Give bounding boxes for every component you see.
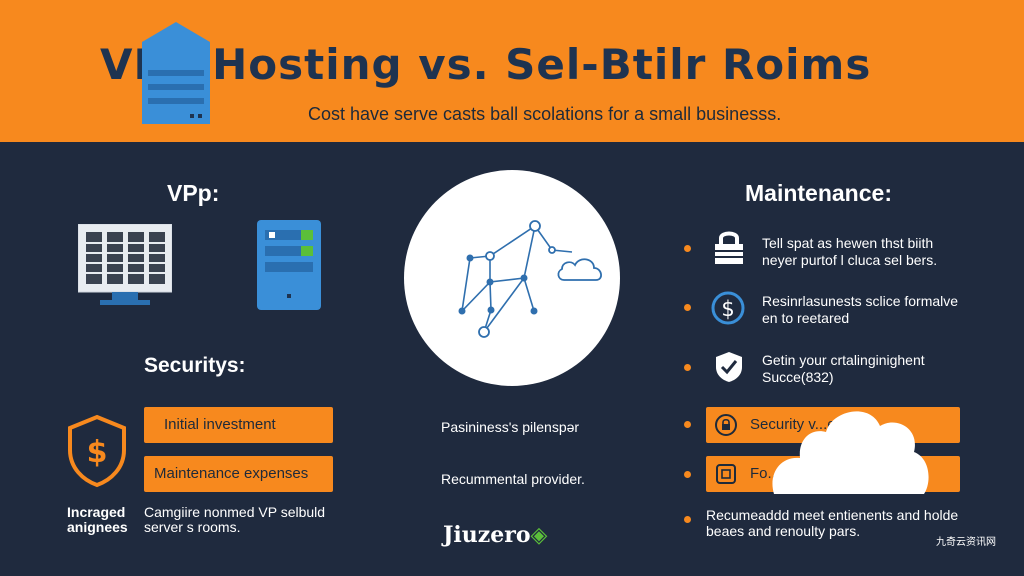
vps-heading: VPp: xyxy=(167,180,220,206)
monitor-icon xyxy=(78,224,172,305)
maintenance-item-1: Tell spat as hewen thst biith neyer purt… xyxy=(762,235,938,268)
maintenance-expenses-button[interactable]: Maintenance expenses xyxy=(144,456,333,492)
lock-icon xyxy=(715,231,743,264)
server-rack-icon xyxy=(142,22,210,124)
bullet-dot xyxy=(684,516,691,523)
watermark: 九奇云资讯网 xyxy=(936,537,996,548)
center-label-1: Pasininess's pilenspər xyxy=(441,419,580,435)
maintenance-item-3: Getin your crtalinginighent Succe(832) xyxy=(762,352,925,385)
svg-text:$: $ xyxy=(721,297,734,321)
lock-badge-icon xyxy=(715,414,737,436)
network-cloud-icon xyxy=(458,220,602,338)
maintenance-item-2: Resinrlasunests sclice formalve en to re… xyxy=(762,293,959,326)
maintenance-footer: Recumeaddd meet entienents and holde bea… xyxy=(706,507,959,539)
shield-check-icon xyxy=(716,352,742,382)
bullet-dot xyxy=(684,364,691,371)
security-heading: Securitys: xyxy=(144,354,246,377)
page-subtitle: Cost have serve casts ball scolations fo… xyxy=(308,104,782,124)
bullet-dot xyxy=(684,245,691,252)
center-label-2: Recummental provider. xyxy=(441,471,585,487)
tag-icon xyxy=(716,464,736,484)
shield-dollar-icon: $ xyxy=(68,414,126,488)
shield-caption: Incraged anignees xyxy=(67,504,128,535)
left-note: Camgiire nonmed VP selbuld server s room… xyxy=(144,504,326,535)
bullet-dot xyxy=(684,421,691,428)
dollar-icon: $ xyxy=(711,291,745,325)
bullet-dot xyxy=(684,304,691,311)
initial-investment-button[interactable]: Initial investment xyxy=(144,407,333,443)
maintenance-heading: Maintenance: xyxy=(745,180,892,206)
brand-logo: Jiuzero◈ xyxy=(443,522,548,548)
svg-text:$: $ xyxy=(87,435,108,470)
leaf-icon: ◈ xyxy=(530,522,548,548)
bullet-dot xyxy=(684,471,691,478)
server-unit-icon xyxy=(257,220,321,310)
cloud-icon xyxy=(772,411,929,494)
page-title: VPS Hosting vs. Sel-Btilr Roims xyxy=(100,40,872,89)
